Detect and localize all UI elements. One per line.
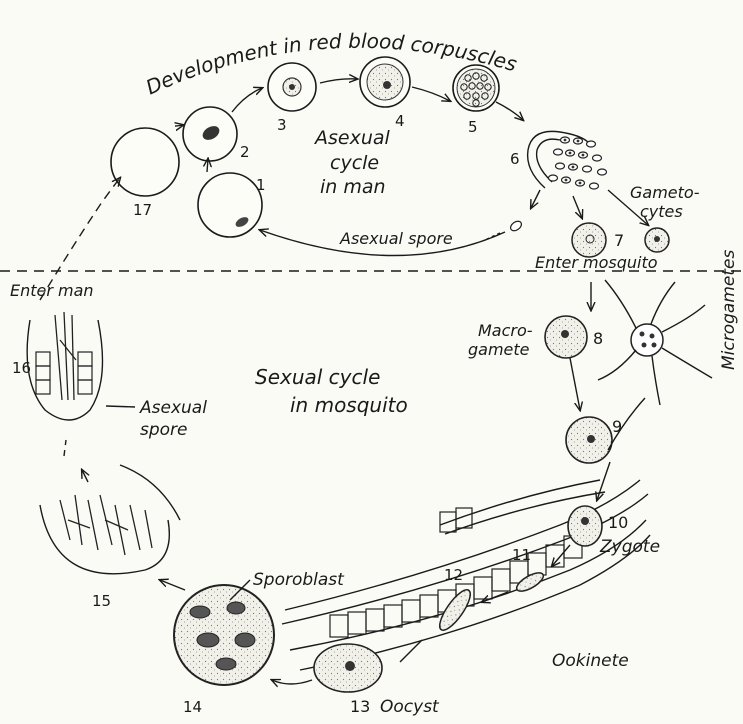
asexual-spore-cell [509, 219, 523, 232]
stage-15-ruptured-oocyst [40, 465, 180, 574]
enter-mosquito-label: Enter mosquito [535, 253, 658, 272]
svg-text:in mosquito: in mosquito [290, 393, 408, 417]
microgametes-cell [598, 280, 712, 405]
stage-6-number: 6 [510, 150, 520, 168]
sporoblast-label: Sporoblast [253, 570, 345, 590]
asexual-spore-left-label: Asexual spore [139, 398, 212, 440]
stage-5-number: 5 [468, 118, 478, 136]
stage-14-number: 14 [183, 698, 202, 716]
stage-2-red-cell [183, 107, 237, 161]
asexual-spore-label: Asexual spore [339, 229, 453, 248]
stage-7-gametocyte [572, 223, 606, 257]
enter-man-label: Enter man [10, 281, 94, 300]
stage-16-number: 16 [12, 359, 31, 377]
stage-4-red-cell [360, 57, 410, 107]
ookinete-label: Ookinete [552, 651, 629, 671]
stage-9-number: 9 [612, 417, 622, 436]
stage-17-red-cell [111, 128, 179, 196]
stage-10-zygote [568, 506, 602, 546]
stage-6-merozoites [528, 131, 607, 189]
asexual-cycle-label: Asexual cycle in man [313, 127, 391, 198]
stage-9-fertilization [566, 398, 645, 463]
macrogamete-label: Macro- gamete [468, 321, 538, 359]
svg-text:Asexual: Asexual [313, 127, 391, 149]
zygote-label: Zygote [599, 537, 660, 557]
stage-3-number: 3 [277, 116, 287, 134]
stage-12-ookinete-penetrating [435, 586, 476, 634]
stage-17-number: 17 [133, 201, 152, 219]
svg-text:cycle: cycle [330, 152, 379, 174]
stage-16-salivary-gland [27, 312, 102, 420]
stage-11-ookinete [514, 569, 546, 594]
microgametes-label: Microgametes [719, 250, 739, 370]
stage-12-number: 12 [444, 566, 463, 584]
stage-2-number: 2 [240, 143, 250, 161]
stage-15-number: 15 [92, 592, 111, 610]
gametocytes-label: Gameto- cytes [630, 183, 705, 221]
sexual-cycle-label: Sexual cycle in mosquito [255, 365, 408, 417]
stage-11-number: 11 [512, 546, 531, 564]
stage-3-red-cell [268, 63, 316, 111]
stage-13-number: 13 [350, 697, 370, 716]
stage-5-schizont [453, 65, 499, 111]
stage-1-number: 1 [256, 176, 266, 194]
stage-14-oocyst-sporoblasts [174, 585, 274, 685]
stage-8-macrogamete [545, 316, 587, 358]
stage-7-number: 7 [614, 231, 624, 250]
stage-4-number: 4 [395, 112, 405, 130]
stage-10-number: 10 [608, 513, 628, 532]
oocyst-label: Oocyst [380, 697, 440, 717]
svg-text:Sexual cycle: Sexual cycle [255, 365, 380, 389]
stage-1-red-cell [198, 173, 262, 237]
stage-8-number: 8 [593, 329, 603, 348]
gametocyte-cell [645, 228, 669, 252]
svg-text:in man: in man [320, 176, 386, 198]
stage-13-oocyst [314, 644, 382, 692]
